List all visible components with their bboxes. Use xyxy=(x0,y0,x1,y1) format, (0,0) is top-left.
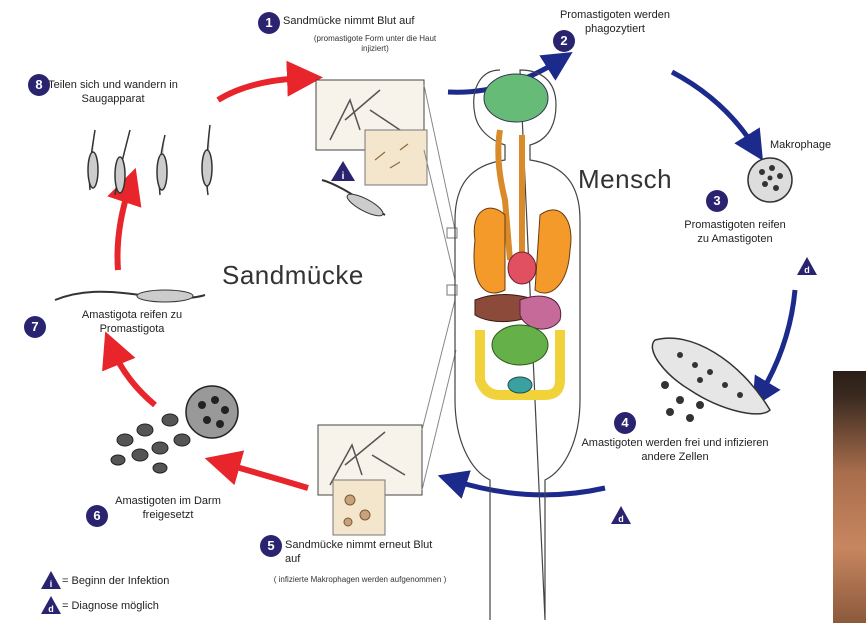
step-6-badge: 6 xyxy=(86,505,108,527)
step-6-title: Amastigoten im Darm freigesetzt xyxy=(108,494,228,522)
arrow-7-to-8 xyxy=(118,185,131,270)
diagnosis-icon-step-3: d xyxy=(796,256,818,276)
amastigotes-in-gut xyxy=(111,386,238,473)
arrow-3-to-4 xyxy=(760,290,795,395)
infection-icon-step-1: i xyxy=(330,160,356,182)
legend-diagnosis-label: = Diagnose möglich xyxy=(62,599,242,613)
skin-inset-bottom xyxy=(333,480,385,535)
legend-infection-icon: i xyxy=(40,570,62,590)
step-4-badge: 4 xyxy=(614,412,636,434)
makrophage-label: Makrophage xyxy=(770,138,865,152)
region-label-vector: Sandmücke xyxy=(222,260,364,291)
step-1-badge: 1 xyxy=(258,12,280,34)
step-5-badge: 5 xyxy=(260,535,282,557)
arrow-6-to-7 xyxy=(112,348,155,405)
legend-diagnosis-icon: d xyxy=(40,595,62,615)
partial-photo xyxy=(833,371,866,623)
svg-text:i: i xyxy=(50,579,53,589)
diagnosis-icon-step-4: d xyxy=(610,505,632,525)
svg-text:d: d xyxy=(48,604,54,614)
step-5-note: ( infizierte Makrophagen werden aufgenom… xyxy=(255,575,465,585)
step-4-title: Amastigoten werden frei und infizieren a… xyxy=(580,436,770,464)
skin-inset-top xyxy=(365,130,427,185)
svg-text:i: i xyxy=(342,171,345,182)
step-1-title: Sandmücke nimmt Blut auf xyxy=(283,14,463,28)
step-8-title: Teilen sich und wandern in Saugapparat xyxy=(18,78,208,106)
step-3-title: Promastigoten reifen zu Amastigoten xyxy=(680,218,790,246)
human-body-figure xyxy=(455,70,580,620)
arrow-8-to-1 xyxy=(218,78,305,100)
step-2-title: Promastigoten werden phagozytiert xyxy=(555,8,675,36)
svg-text:d: d xyxy=(804,265,810,275)
promastigotes-dividing xyxy=(88,125,212,195)
step-7-badge: 7 xyxy=(24,316,46,338)
step-5-title: Sandmücke nimmt erneut Blut auf xyxy=(285,538,435,566)
legend-infection-label: = Beginn der Infektion xyxy=(62,574,242,588)
arrow-2-to-3 xyxy=(672,72,755,148)
arrow-4-to-5 xyxy=(452,480,605,495)
svg-text:d: d xyxy=(618,514,624,524)
ruptured-macrophage xyxy=(652,338,770,414)
step-7-title: Amastigota reifen zu Promastigota xyxy=(52,308,212,336)
step-1-note: (promastigote Form unter die Haut injizi… xyxy=(300,34,450,54)
step-3-badge: 3 xyxy=(706,190,728,212)
arrow-5-to-6 xyxy=(222,463,308,488)
region-label-host: Mensch xyxy=(578,164,672,195)
step-2-badge: 2 xyxy=(553,30,575,52)
